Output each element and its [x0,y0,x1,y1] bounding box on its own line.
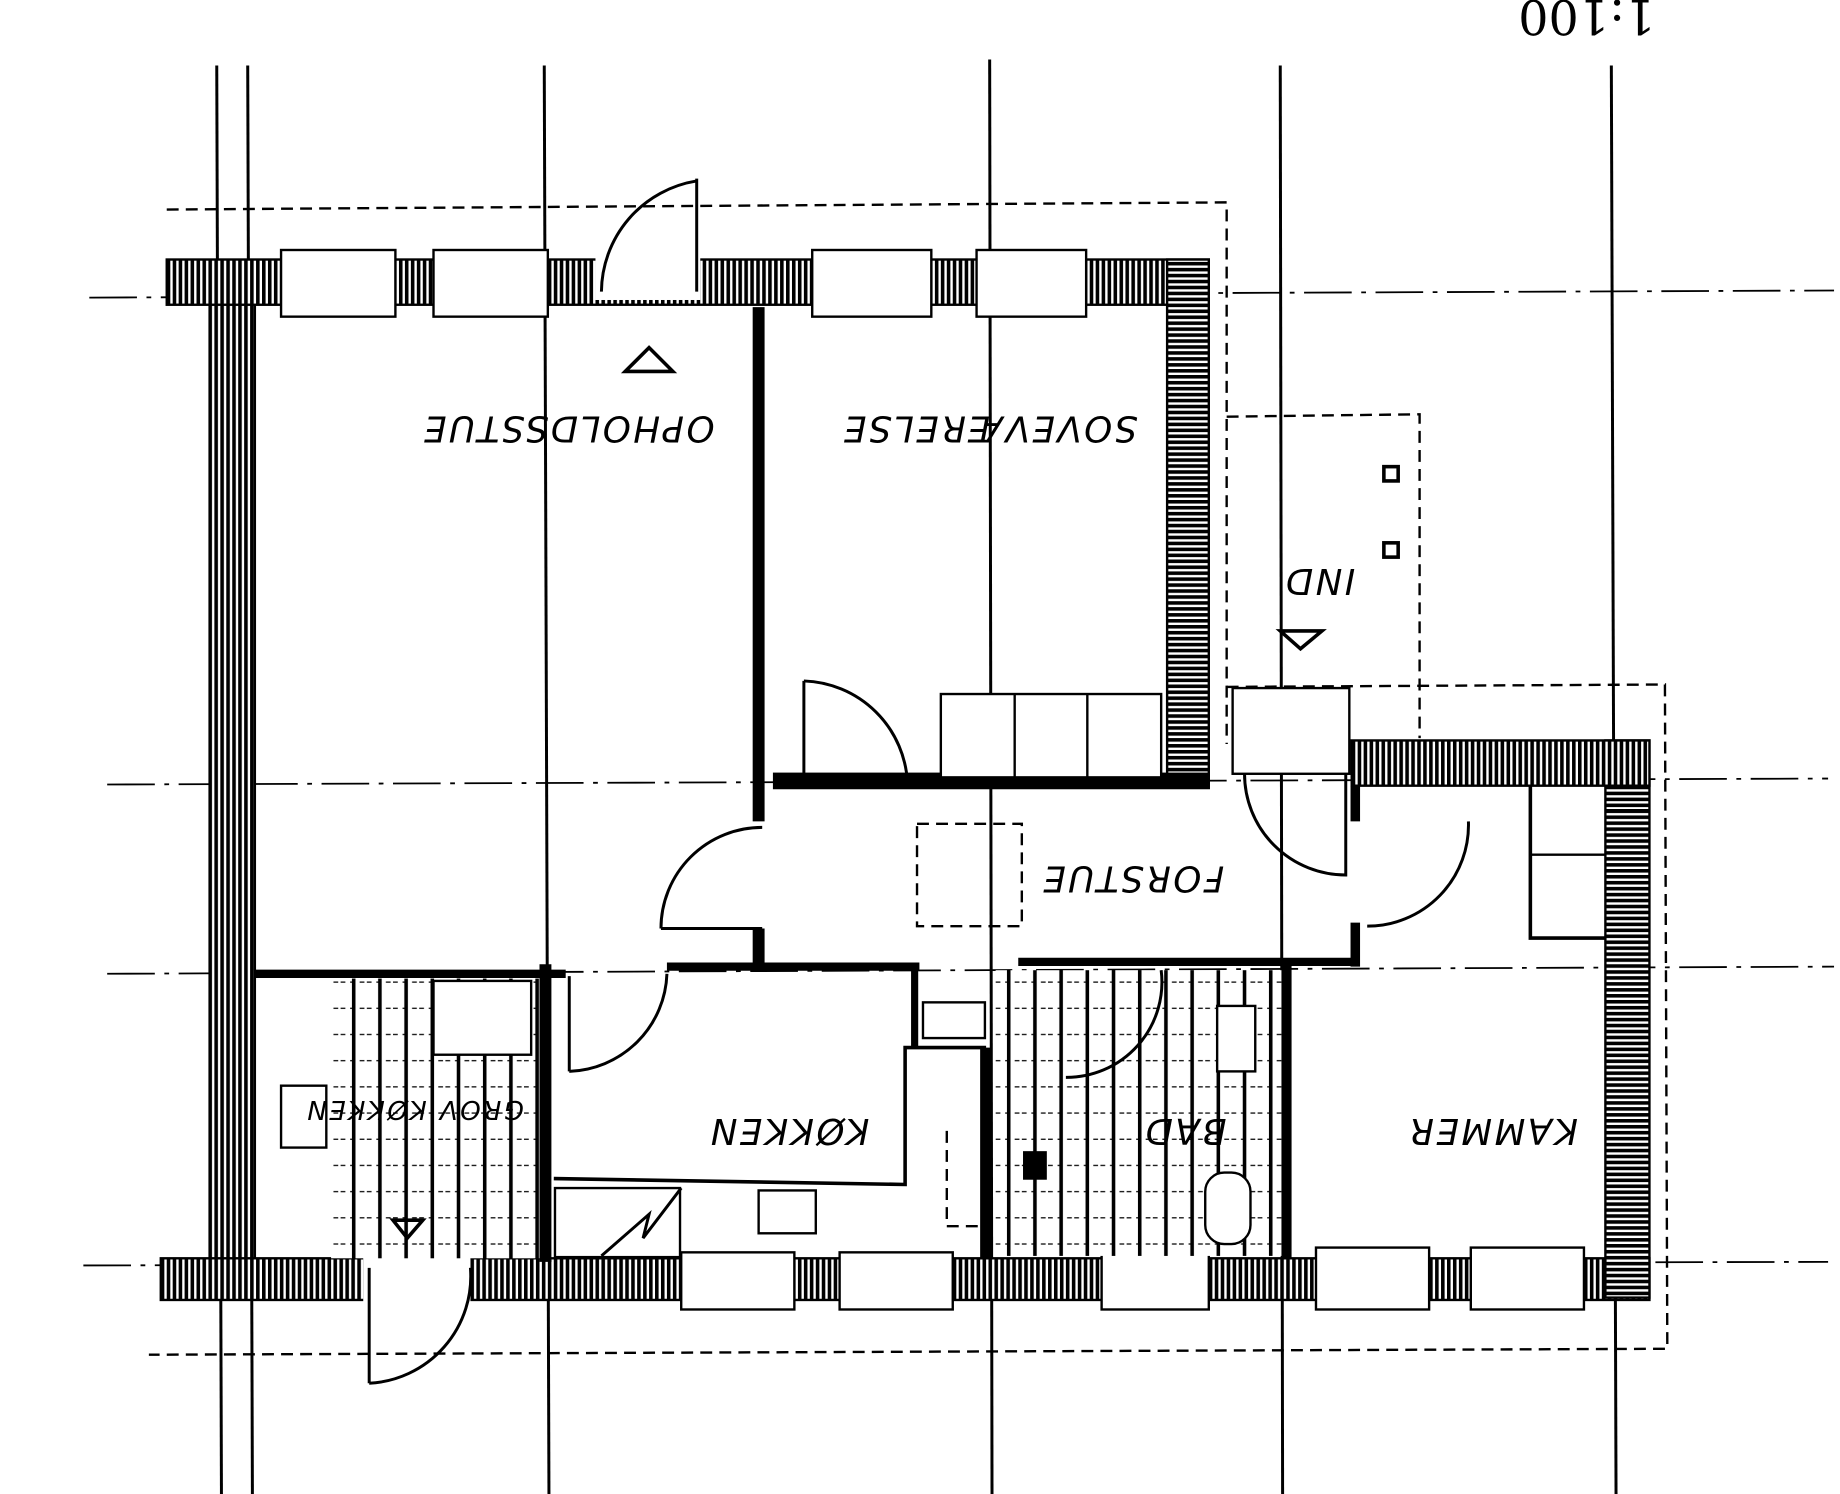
entrance-markers [389,345,1400,1241]
entry-arrow-icon [620,345,678,374]
label-bedroom: SOVEVÆRELSE [842,408,1138,449]
label-chamber: KAMMER [1407,1110,1578,1151]
fixtures [279,686,1351,1259]
label-kitchen: KØKKEN [708,1110,869,1151]
label-entrance: IND [1283,560,1355,601]
label-living: OPHOLDSSTUE [422,408,715,449]
interior-walls [254,307,1606,1262]
roof-outline [148,201,1669,1356]
room-labels: OPHOLDSSTUE SOVEVÆRELSE IND FORSTUE KØKK… [305,0,1656,1151]
scale-label: 1:100 [1518,0,1655,43]
label-bath: BAD [1143,1110,1227,1151]
label-utility: GROV KØKKEN [305,1094,524,1124]
doors [367,178,1470,1385]
entry-arrow-icon [1275,629,1327,652]
entry-arrow-icon [389,1218,427,1241]
label-hall: FORSTUE [1041,858,1224,899]
windows [279,248,1586,1311]
